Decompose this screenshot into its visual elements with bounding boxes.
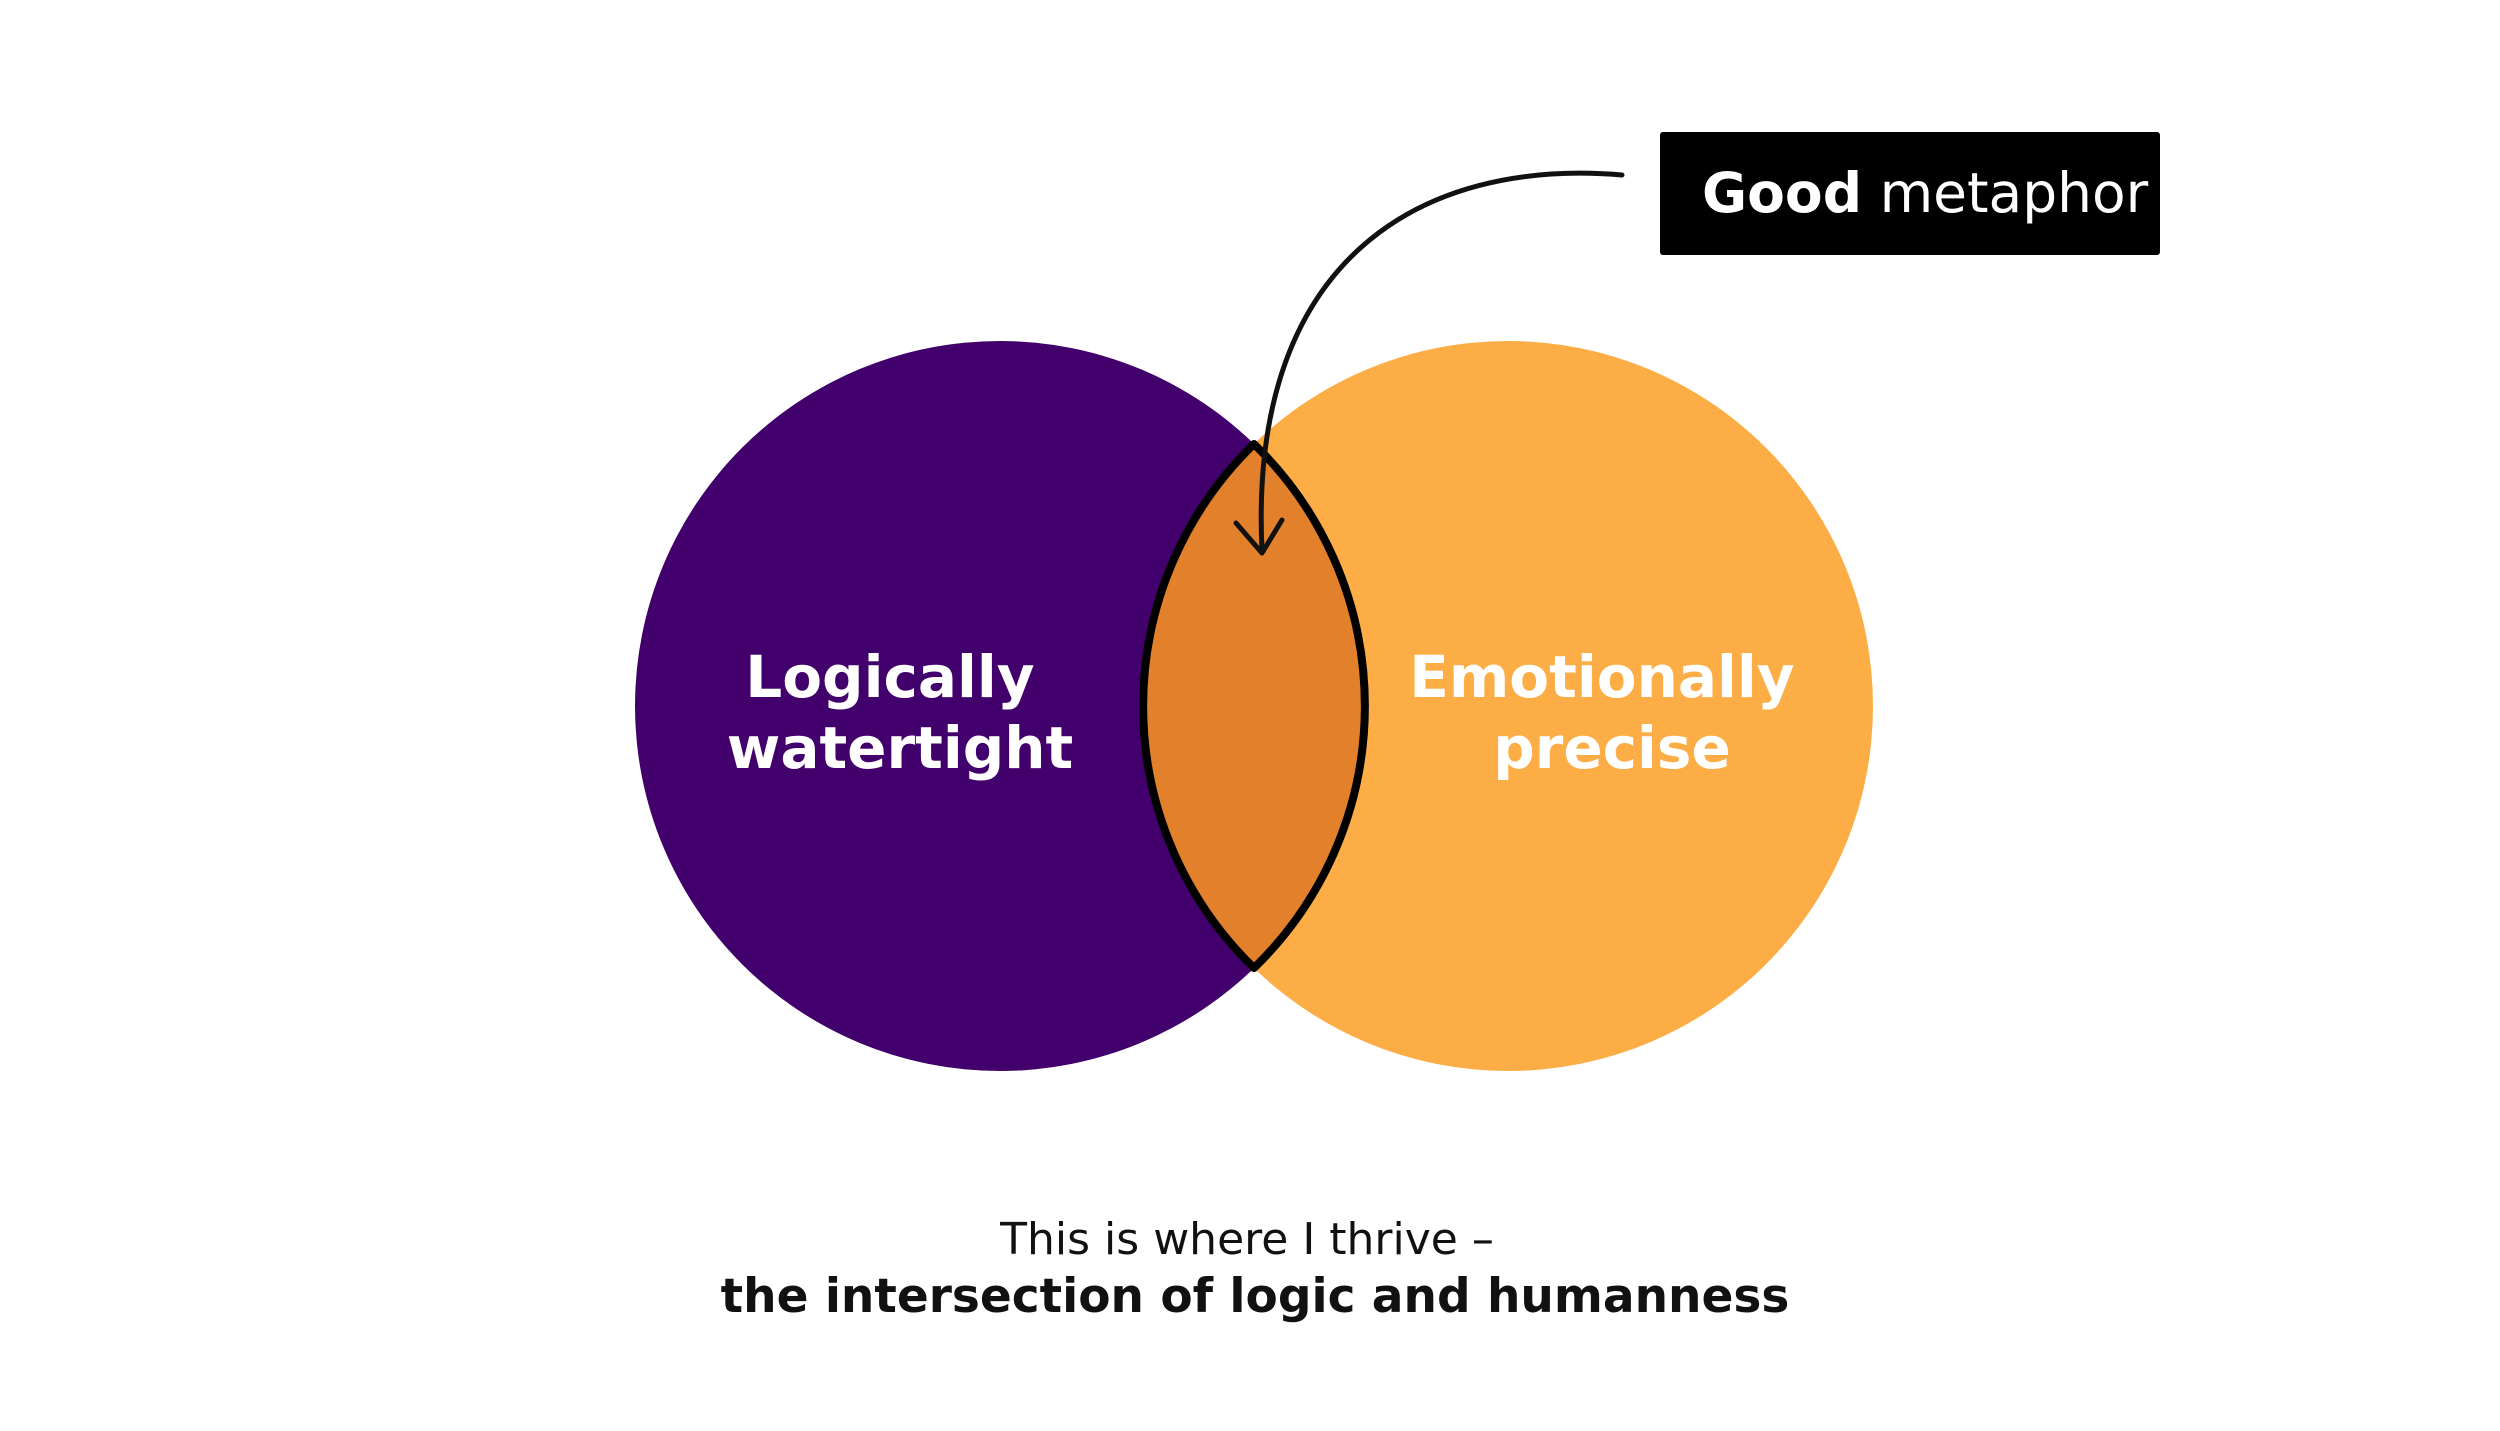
caption-line1: This is where I thrive –	[999, 1214, 1494, 1265]
callout-box	[1660, 132, 2160, 255]
callout-label: Good metaphor	[1702, 161, 2149, 225]
callout-normal-text: metaphor	[1862, 161, 2149, 225]
right-label-line2: precise	[1493, 714, 1731, 782]
intersection-lens	[1139, 440, 1369, 972]
left-circle-label: Logically watertight	[727, 643, 1074, 782]
left-label-line1: Logically	[745, 643, 1034, 711]
curved-arrow-icon	[1258, 170, 1625, 553]
left-circle-logic	[635, 341, 1365, 1071]
right-circle-emotion	[1143, 341, 1873, 1071]
callout-bold-text: Good	[1702, 161, 1862, 225]
right-label-line1: Emotionally	[1409, 643, 1794, 711]
caption-line2: the intersection of logic and humanness	[721, 1269, 1790, 1324]
left-label-line2: watertight	[727, 714, 1074, 782]
right-circle-label: Emotionally precise	[1409, 643, 1815, 782]
arrowhead-icon	[1233, 517, 1285, 556]
